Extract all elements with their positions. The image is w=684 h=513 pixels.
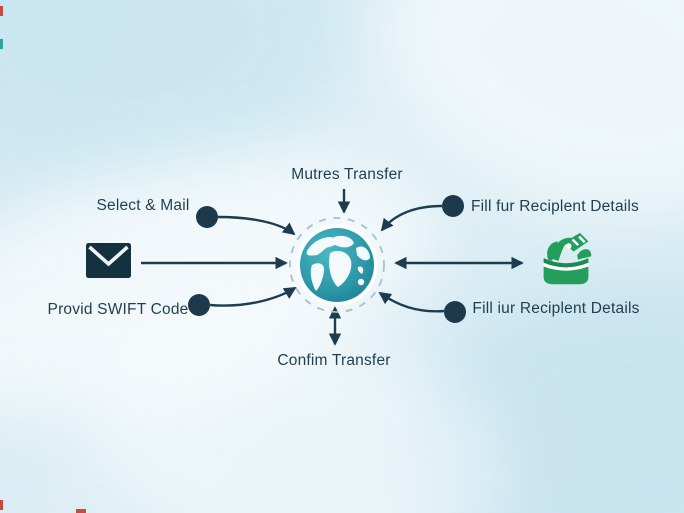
curve-provide-swift (209, 286, 297, 307)
curve-select-mail (217, 215, 296, 236)
step-label-recipient-details-bottom: Fill iur Reciplent Details (472, 300, 640, 317)
money-basket-icon (543, 232, 592, 285)
globe-icon (289, 217, 385, 313)
connector-dot-recipient-top (442, 195, 464, 217)
step-label-provide-swift-code: Provid SWIFT Code (47, 301, 189, 318)
connector-dot-provide-swift (188, 294, 210, 316)
connector-dot-recipient-bottom (444, 301, 466, 323)
envelope-icon (86, 243, 131, 278)
step-label-confirm-transfer: Confim Transfer (277, 352, 391, 369)
dashed-ring (289, 217, 385, 313)
step-label-recipient-details-top: Fill fur Reciplent Details (470, 198, 640, 215)
curve-recipient-top (380, 204, 443, 232)
curve-recipient-bottom (378, 291, 445, 313)
step-label-initiate-transfer: Mutres Transfer (291, 166, 403, 183)
step-label-select-mail: Select & Mail (96, 197, 190, 214)
connector-dot-select-mail (196, 206, 218, 228)
